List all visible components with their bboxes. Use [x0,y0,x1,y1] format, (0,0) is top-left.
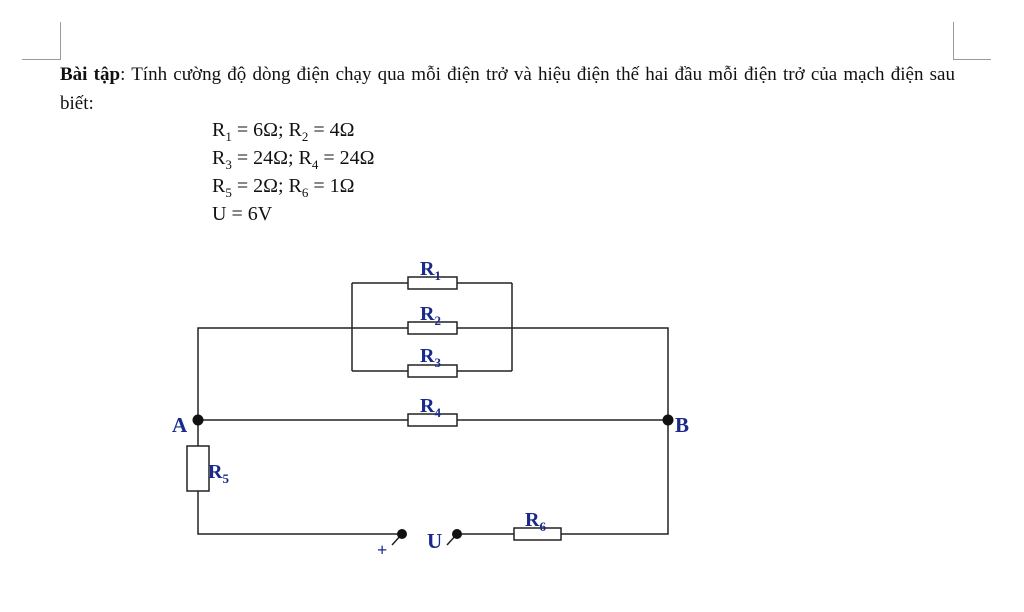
crop-mark-left-horizontal [22,59,60,60]
resistor-r6 [513,527,562,541]
source-terminal-minus [452,529,462,539]
label-subscript: 1 [434,268,441,283]
plus-sign: + [377,540,387,560]
label-r1: R1 [420,258,441,283]
crop-mark-right-horizontal [953,59,991,60]
given-symbol: R [298,147,312,169]
given-symbol: R [212,147,226,169]
given-value: = 2Ω; [231,175,289,197]
label-symbol: R [420,303,435,325]
wire-right-top [512,327,669,420]
label-symbol: R [525,509,540,531]
given-subscript: 3 [225,157,232,172]
given-value: = 24Ω [318,147,375,169]
given-row: R5 = 2Ω; R6 = 1Ω [212,172,375,200]
given-value: = 1Ω [308,175,355,197]
given-symbol: R [288,119,302,141]
source-label: U [427,529,442,553]
wire-r5-plus [197,491,402,535]
given-value: = 6Ω; [231,119,289,141]
label-r5: R5 [208,461,229,486]
problem-statement: Bài tập: Tính cường độ dòng điện chạy qu… [60,60,955,118]
label-subscript: 5 [222,471,229,486]
label-r4: R4 [420,395,441,420]
given-row: R1 = 6Ω; R2 = 4Ω [212,116,375,144]
wire-left-top [197,327,352,420]
given-symbol: R [212,119,226,141]
label-symbol: R [420,258,435,280]
given-subscript: 4 [311,157,319,172]
resistor-r4 [407,413,458,427]
given-subscript: 1 [225,129,232,144]
crop-mark-left-vertical [60,22,61,60]
given-subscript: 6 [301,185,309,200]
resistor-r5 [186,445,210,492]
problem-text: : Tính cường độ dòng điện chạy qua mỗi đ… [60,64,955,114]
label-r6: R6 [525,509,546,534]
resistor-r2 [407,321,458,335]
node-b-dot [662,414,674,426]
label-subscript: 4 [434,405,441,420]
given-symbol: U [212,203,227,225]
label-symbol: R [420,345,435,367]
wire-r6-b [561,420,669,535]
given-values: R1 = 6Ω; R2 = 4Ω R3 = 24Ω; R4 = 24Ω R5 =… [212,116,375,228]
resistor-r1 [407,276,458,290]
label-subscript: 6 [539,519,546,534]
label-symbol: R [420,395,435,417]
label-subscript: 3 [434,355,441,370]
node-a-dot [192,414,204,426]
resistor-r3 [407,364,458,378]
given-subscript: 5 [225,185,232,200]
crop-mark-right-vertical [953,22,954,60]
node-a-label: A [172,413,188,437]
given-symbol: R [288,175,302,197]
given-value: = 24Ω; [231,147,299,169]
label-r2: R2 [420,303,441,328]
given-value: = 4Ω [308,119,355,141]
label-r3: R3 [420,345,441,370]
node-b-label: B [675,413,689,437]
problem-label: Bài tập [60,64,121,85]
label-subscript: 2 [434,313,441,328]
given-row: R3 = 24Ω; R4 = 24Ω [212,144,375,172]
circuit-wires [197,282,669,546]
label-symbol: R [208,461,223,483]
given-subscript: 2 [301,129,309,144]
given-row: U = 6V [212,200,375,228]
source-terminal-plus [397,529,407,539]
given-value: = 6V [226,203,273,225]
given-symbol: R [212,175,226,197]
